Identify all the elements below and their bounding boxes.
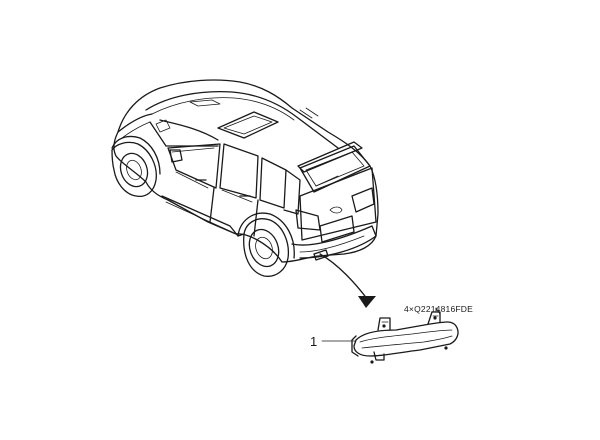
location-arrow xyxy=(319,253,376,308)
callout-1: 1 xyxy=(310,334,357,349)
callout-number: 1 xyxy=(310,334,317,349)
arrow-head-icon xyxy=(358,296,376,308)
vehicle-illustration xyxy=(111,79,379,277)
screw-point-icon xyxy=(444,346,448,350)
screw-point-icon xyxy=(433,316,437,320)
screw-point-icon xyxy=(370,360,374,364)
fastener-callout: 4×Q2214816FDE xyxy=(404,304,473,315)
lamp-assembly xyxy=(351,311,459,364)
fastener-label: 4×Q2214816FDE xyxy=(404,304,473,314)
screw-point-icon xyxy=(382,324,386,328)
